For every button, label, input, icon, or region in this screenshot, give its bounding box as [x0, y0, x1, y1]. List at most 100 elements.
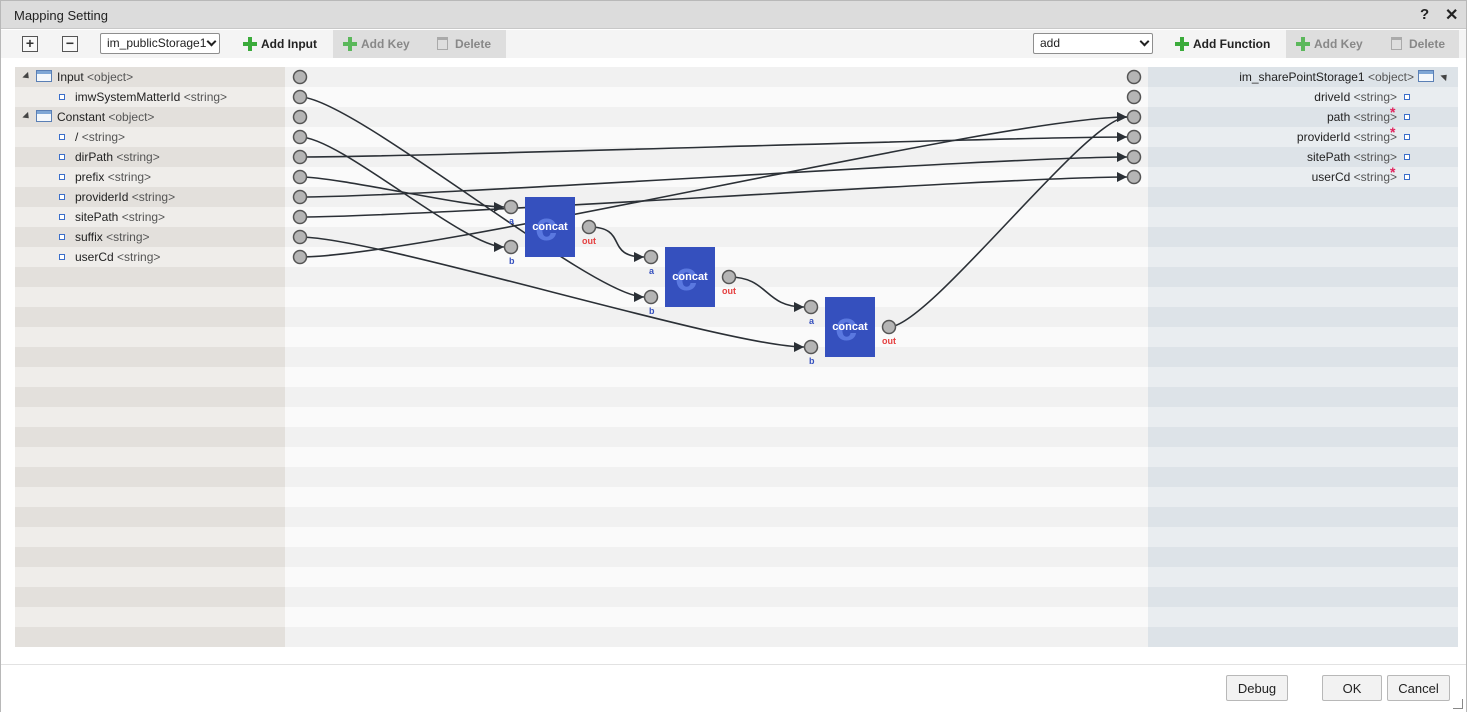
input-tree-item[interactable]: imwSystemMatterId <string> [15, 87, 285, 107]
wire-concat3-to-path[interactable] [888, 112, 1128, 328]
canvas-row [15, 167, 1458, 187]
field-name: im_sharePointStorage1 [1239, 70, 1365, 84]
output-tree-panel: im_sharePointStorage1 <object>driveId <s… [1148, 67, 1458, 648]
wire-imwSystemMatterId-to-concat2-b[interactable] [299, 96, 645, 302]
delete-right-label: Delete [1409, 37, 1446, 51]
input-port[interactable] [292, 209, 308, 225]
add-input-button[interactable]: Add Input [233, 30, 327, 58]
input-port[interactable] [292, 189, 308, 205]
add-function-button[interactable]: Add Function [1165, 30, 1281, 58]
input-tree-empty-row [15, 527, 285, 547]
object-icon [36, 70, 52, 82]
canvas-row [15, 467, 1458, 487]
ok-button[interactable]: OK [1322, 675, 1382, 701]
input-tree-item-label: providerId <string> [75, 190, 175, 204]
input-tree-empty-row [15, 567, 285, 587]
field-name: providerId [75, 190, 129, 204]
function-port-b[interactable] [803, 339, 819, 355]
output-tree-empty-row [1148, 507, 1458, 527]
input-port[interactable] [292, 69, 308, 85]
input-tree-item[interactable]: / <string> [15, 127, 285, 147]
wire-prefix-to-concat1-a[interactable] [299, 176, 505, 212]
plus-icon [1296, 37, 1310, 51]
input-tree-item[interactable]: providerId <string> [15, 187, 285, 207]
input-tree-item-label: suffix <string> [75, 230, 150, 244]
output-tree-item[interactable]: driveId <string> [1148, 87, 1458, 107]
add-key-right-button[interactable]: Add Key [1286, 30, 1381, 58]
function-port-b[interactable] [643, 289, 659, 305]
output-port[interactable] [1126, 109, 1142, 125]
function-port-out[interactable] [581, 219, 597, 235]
field-name: sitePath [1306, 150, 1351, 164]
dialog-footer: Debug OK Cancel [1, 664, 1466, 712]
output-port[interactable] [1126, 89, 1142, 105]
input-tree-item-label: userCd <string> [75, 250, 160, 264]
input-port[interactable] [292, 89, 308, 105]
output-tree-item[interactable]: userCd <string>* [1148, 164, 1458, 187]
cancel-button[interactable]: Cancel [1387, 675, 1450, 701]
wire-providerId-to-sitePath[interactable] [299, 152, 1128, 198]
required-marker: * [1390, 164, 1396, 180]
input-port[interactable] [292, 249, 308, 265]
input-tree-item[interactable]: dirPath <string> [15, 147, 285, 167]
add-key-button[interactable]: Add Key [333, 30, 427, 58]
function-port-out[interactable] [721, 269, 737, 285]
input-port[interactable] [292, 169, 308, 185]
function-select[interactable]: add [1033, 33, 1153, 54]
output-tree-item[interactable]: sitePath <string> [1148, 147, 1458, 167]
wire-suffix-to-concat3-b[interactable] [299, 236, 805, 352]
function-port-a[interactable] [503, 199, 519, 215]
function-port-a[interactable] [803, 299, 819, 315]
output-port[interactable] [1126, 69, 1142, 85]
resize-grip-icon[interactable] [1453, 699, 1463, 709]
mapping-canvas[interactable]: Input <object>imwSystemMatterId <string>… [15, 67, 1458, 648]
input-tree-empty-row [15, 607, 285, 627]
input-tree-item[interactable]: Constant <object> [15, 107, 285, 127]
help-icon[interactable]: ? [1420, 6, 1430, 23]
collapse-all-button[interactable]: − [62, 36, 78, 52]
output-port[interactable] [1126, 129, 1142, 145]
wire-sitePath-to-userCd[interactable] [299, 172, 1128, 218]
title-bar[interactable]: Mapping Setting ? ✕ [1, 1, 1466, 29]
debug-button[interactable]: Debug [1226, 675, 1288, 701]
wire-concat1-to-concat2-a[interactable] [588, 226, 645, 262]
close-icon[interactable]: ✕ [1445, 7, 1459, 24]
port-label-a: a [809, 316, 815, 326]
function-port-b[interactable] [503, 239, 519, 255]
input-tree-item[interactable]: Input <object> [15, 67, 285, 87]
canvas-row [15, 307, 1458, 327]
expand-all-button[interactable]: + [22, 36, 38, 52]
input-port[interactable] [292, 129, 308, 145]
wire-userCd-to-path[interactable] [299, 112, 1128, 258]
function-port-a[interactable] [643, 249, 659, 265]
wire-concat2-to-concat3-a[interactable] [728, 276, 805, 312]
delete-right-button[interactable]: Delete [1381, 30, 1459, 58]
delete-button[interactable]: Delete [427, 30, 506, 58]
output-tree-empty-row [1148, 347, 1458, 367]
output-port[interactable] [1126, 149, 1142, 165]
output-tree-item[interactable]: im_sharePointStorage1 <object> [1148, 67, 1458, 87]
output-tree-item-label: sitePath <string> [1307, 150, 1397, 164]
input-source-select[interactable]: im_publicStorage1 [100, 33, 220, 54]
input-port[interactable] [292, 229, 308, 245]
output-tree-item[interactable]: path <string>* [1148, 104, 1458, 127]
input-tree-item-label: dirPath <string> [75, 150, 160, 164]
input-tree-item[interactable]: sitePath <string> [15, 207, 285, 227]
wire-dirPath-to-providerId[interactable] [299, 132, 1128, 158]
input-tree-item[interactable]: prefix <string> [15, 167, 285, 187]
input-port[interactable] [292, 109, 308, 125]
input-tree-item[interactable]: suffix <string> [15, 227, 285, 247]
output-port[interactable] [1126, 169, 1142, 185]
input-port[interactable] [292, 149, 308, 165]
trash-icon [437, 37, 448, 50]
input-tree-item[interactable]: userCd <string> [15, 247, 285, 267]
function-port-out[interactable] [881, 319, 897, 335]
canvas-row [15, 607, 1458, 627]
output-tree-item[interactable]: providerId <string>* [1148, 124, 1458, 147]
string-icon [1404, 154, 1410, 160]
add-key-label: Add Key [361, 37, 410, 51]
input-tree-empty-row [15, 587, 285, 607]
